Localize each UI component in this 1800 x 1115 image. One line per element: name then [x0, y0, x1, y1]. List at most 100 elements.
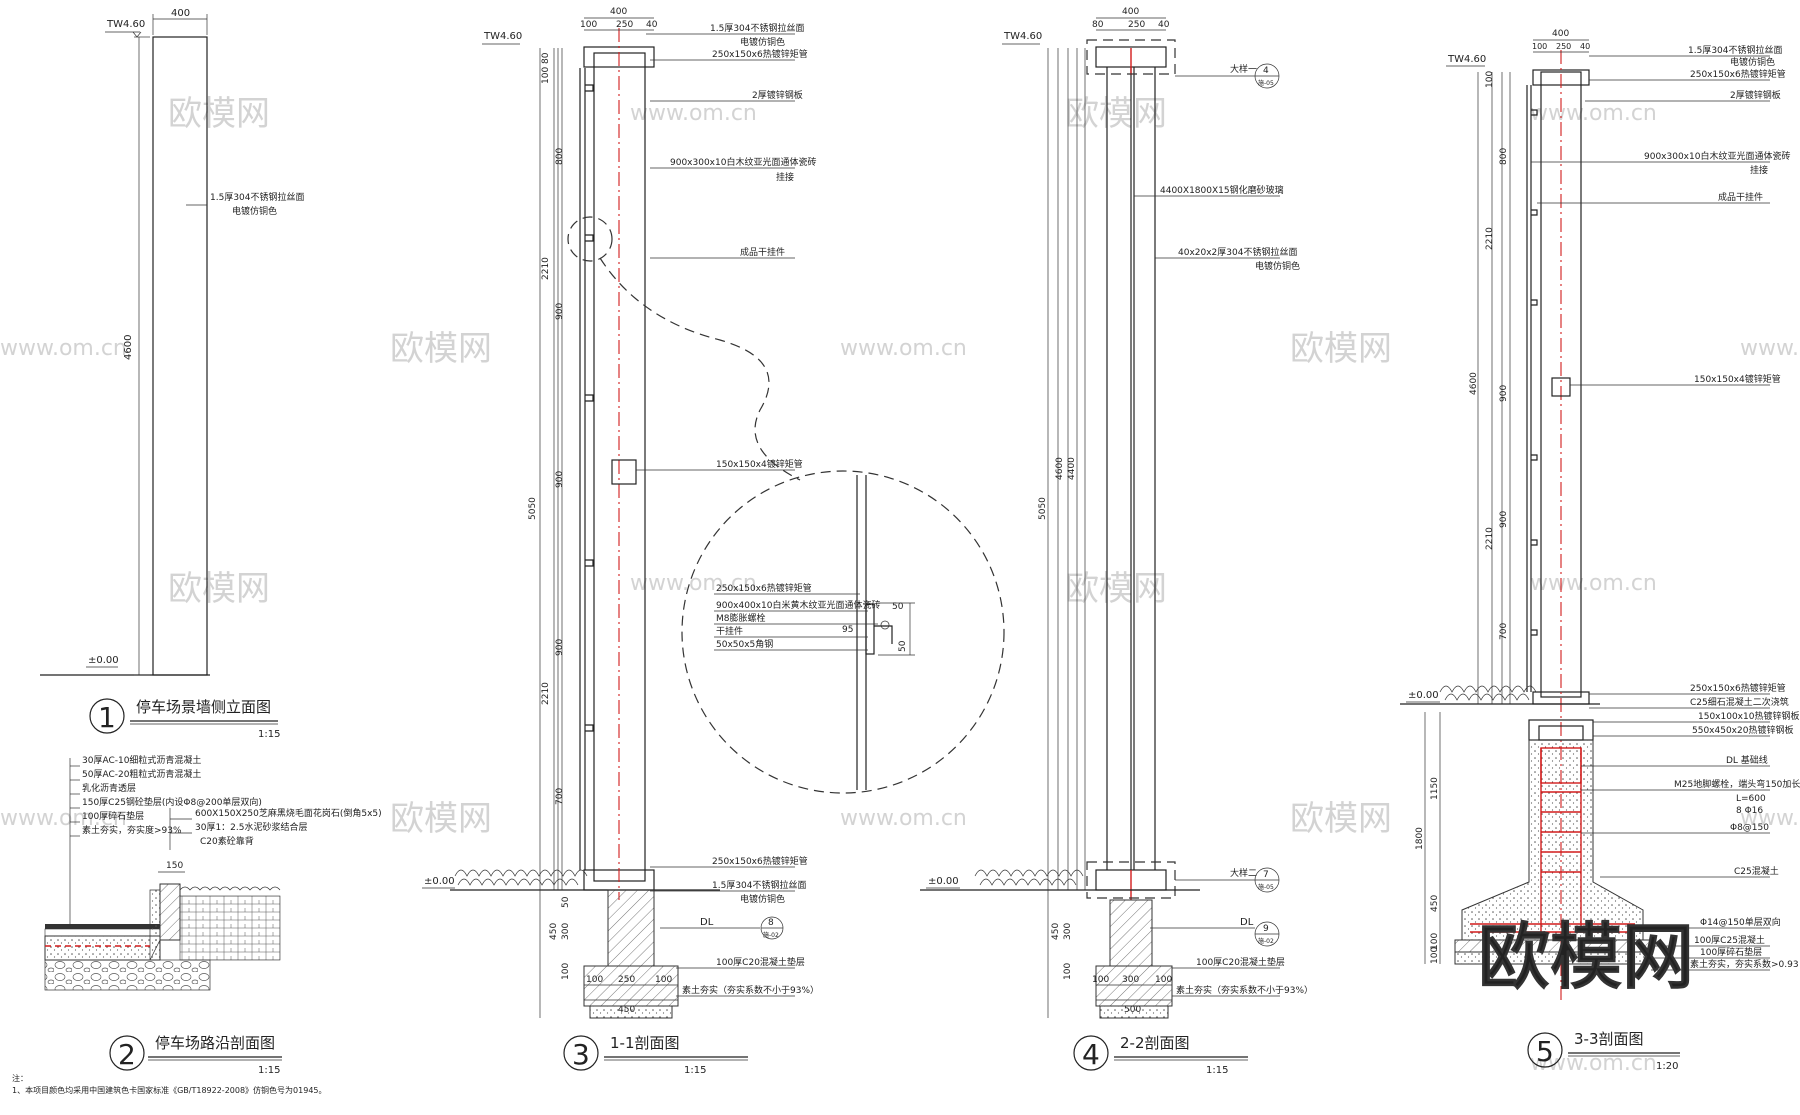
callout: 电镀仿铜色 — [740, 893, 785, 905]
dim: 2210 — [1485, 227, 1495, 250]
level-zero: ±0.00 — [424, 876, 455, 887]
callout: DL 基础线 — [1726, 754, 1768, 766]
watermark: 欧模网 — [1290, 799, 1392, 839]
callout: 250x150x6热镀锌矩管 — [712, 48, 808, 60]
detail-label: 干挂件 — [716, 625, 743, 637]
dim: 1800 — [1415, 827, 1425, 850]
note-label: 注： — [12, 1073, 28, 1083]
dim-width: 400 — [171, 8, 190, 19]
callout: M25地脚螺栓，端头弯150加长 — [1674, 778, 1800, 790]
callout: Φ14@150单层双向 — [1700, 916, 1781, 928]
callout: 成品干挂件 — [1718, 191, 1763, 203]
callout: 40x20x2厚304不锈钢拉丝面 — [1178, 246, 1297, 258]
detail-label: 900x400x10白米黄木纹亚光面通体瓷砖 — [716, 599, 880, 611]
view-number: 3 — [572, 1038, 590, 1071]
callout: 8 Φ16 — [1736, 806, 1763, 816]
callout: 挂接 — [1750, 164, 1768, 176]
detail-label: 大样二 — [1230, 867, 1257, 879]
callout: 2厚镀锌钢板 — [1730, 89, 1781, 101]
dim: 100 — [580, 20, 597, 30]
watermark: 欧模网 — [1065, 94, 1167, 134]
dim: 100 — [1092, 975, 1109, 985]
view-scale: 1:15 — [258, 729, 280, 740]
dim: 300 — [1063, 923, 1073, 940]
view-title: 2-2剖面图 — [1120, 1034, 1190, 1052]
callout-line-2: 电镀仿铜色 — [232, 205, 277, 217]
curb-label: 30厚1：2.5水泥砂浆结合层 — [195, 821, 308, 833]
view-4-section-2-2: 5050 4600 4400 450 300 100 400 80 250 40… — [920, 7, 1313, 1076]
watermark-url: www.om.cn — [630, 571, 757, 596]
dim: 50 — [561, 896, 571, 908]
callout: 4400X1800X15钢化磨砂玻璃 — [1160, 184, 1284, 196]
callout-line-1: 1.5厚304不锈钢拉丝面 — [210, 191, 305, 203]
detail-sheet: 施-05 — [1258, 883, 1274, 891]
dim: 100 — [1063, 963, 1073, 980]
dim: 400 — [1552, 29, 1569, 39]
view-number-circle — [109, 1035, 145, 1071]
callout: 素土夯实，夯实系数>0.93 — [1690, 958, 1799, 970]
dim: 800 — [555, 148, 565, 165]
level-zero: ±0.00 — [88, 655, 119, 666]
callout: Φ8@150 — [1730, 823, 1769, 833]
detail-label: 250x150x6热镀锌矩管 — [716, 582, 812, 594]
level-top: TW4.60 — [1447, 54, 1486, 65]
dim-height: 4600 — [123, 335, 134, 360]
dim: 250 — [618, 975, 635, 985]
callout: 电镀仿铜色 — [740, 36, 785, 48]
dim: 100 — [586, 975, 603, 985]
dim: 250 — [616, 20, 633, 30]
curb-label: 600X150X250芝麻黑烧毛面花岗石(倒角5x5) — [195, 807, 382, 819]
watermark-url: www.om.cn — [1740, 806, 1800, 831]
callout: 电镀仿铜色 — [1255, 260, 1300, 272]
view-1-side-elevation: 4600 400 TW4.60 ±0.00 1.5厚304不锈钢拉丝面 电镀仿铜… — [40, 8, 305, 740]
detail-num: 8 — [768, 918, 774, 928]
callout: 100厚C20混凝土垫层 — [1196, 956, 1285, 968]
layer-label: 150厚C25钢砼垫层(内设Φ8@200单层双向) — [82, 796, 262, 808]
watermark-url: www.om.cn — [1530, 101, 1657, 126]
watermark: 欧模网 — [390, 799, 492, 839]
view-number: 4 — [1082, 1038, 1100, 1071]
callout: 900x300x10白木纹亚光面通体瓷砖 — [1644, 150, 1790, 162]
callout: 1.5厚304不锈钢拉丝面 — [712, 879, 807, 891]
callout: 150x100x10热镀锌钢板 — [1698, 710, 1799, 722]
callout: 150x150x4镀锌矩管 — [1694, 373, 1781, 385]
dim: 250 — [1128, 20, 1145, 30]
layer-label: 乳化沥青透层 — [82, 782, 136, 794]
view-number-circle — [1527, 1032, 1563, 1068]
view-title: 1-1剖面图 — [610, 1034, 680, 1052]
view-scale: 1:15 — [1206, 1065, 1228, 1076]
dim: 5050 — [528, 497, 538, 520]
dim: 100 — [1485, 71, 1495, 88]
view-number-circle — [563, 1035, 599, 1071]
dim: 40 — [1580, 42, 1590, 51]
dim: 2210 — [541, 257, 551, 280]
detail-num: 9 — [1263, 924, 1269, 934]
callout: 电镀仿铜色 — [1730, 56, 1775, 68]
dim: 900 — [1499, 385, 1509, 402]
curb-label: C20素砼靠背 — [200, 835, 254, 847]
dim: 300 — [561, 923, 571, 940]
layer-label: 30厚AC-10细粒式沥青混凝土 — [82, 754, 201, 766]
detail-dim: 50 — [892, 602, 904, 612]
watermark-url: www.om.cn — [630, 101, 757, 126]
view-title: 停车场景墙侧立面图 — [136, 698, 271, 716]
dim: 5050 — [1038, 497, 1048, 520]
view-5-section-3-3: 100 800 2210 900 4600 900 2210 700 1150 … — [1400, 29, 1800, 1072]
view-scale: 1:20 — [1656, 1061, 1678, 1072]
dim: 300 — [1122, 975, 1139, 985]
detail-label: M8膨胀螺栓 — [716, 612, 766, 624]
callout: 1.5厚304不锈钢拉丝面 — [1688, 44, 1783, 56]
callout: 150x150x4镀锌矩管 — [716, 458, 803, 470]
callout: 100厚C20混凝土垫层 — [716, 956, 805, 968]
dim: 100 — [1430, 947, 1440, 964]
level-zero: ±0.00 — [1408, 690, 1439, 701]
view-number: 5 — [1536, 1035, 1554, 1068]
level-top: TW4.60 — [483, 31, 522, 42]
dim: 100 — [1430, 933, 1440, 950]
dim: 40 — [646, 20, 658, 30]
watermark-url: www.om.cn — [0, 336, 127, 361]
layer-label: 50厚AC-20粗粒式沥青混凝土 — [82, 768, 201, 780]
callout: 900x300x10白木纹亚光面通体瓷砖 — [670, 156, 816, 168]
layer-label: 100厚碎石垫层 — [82, 810, 144, 822]
dim: 450 — [1430, 895, 1440, 912]
